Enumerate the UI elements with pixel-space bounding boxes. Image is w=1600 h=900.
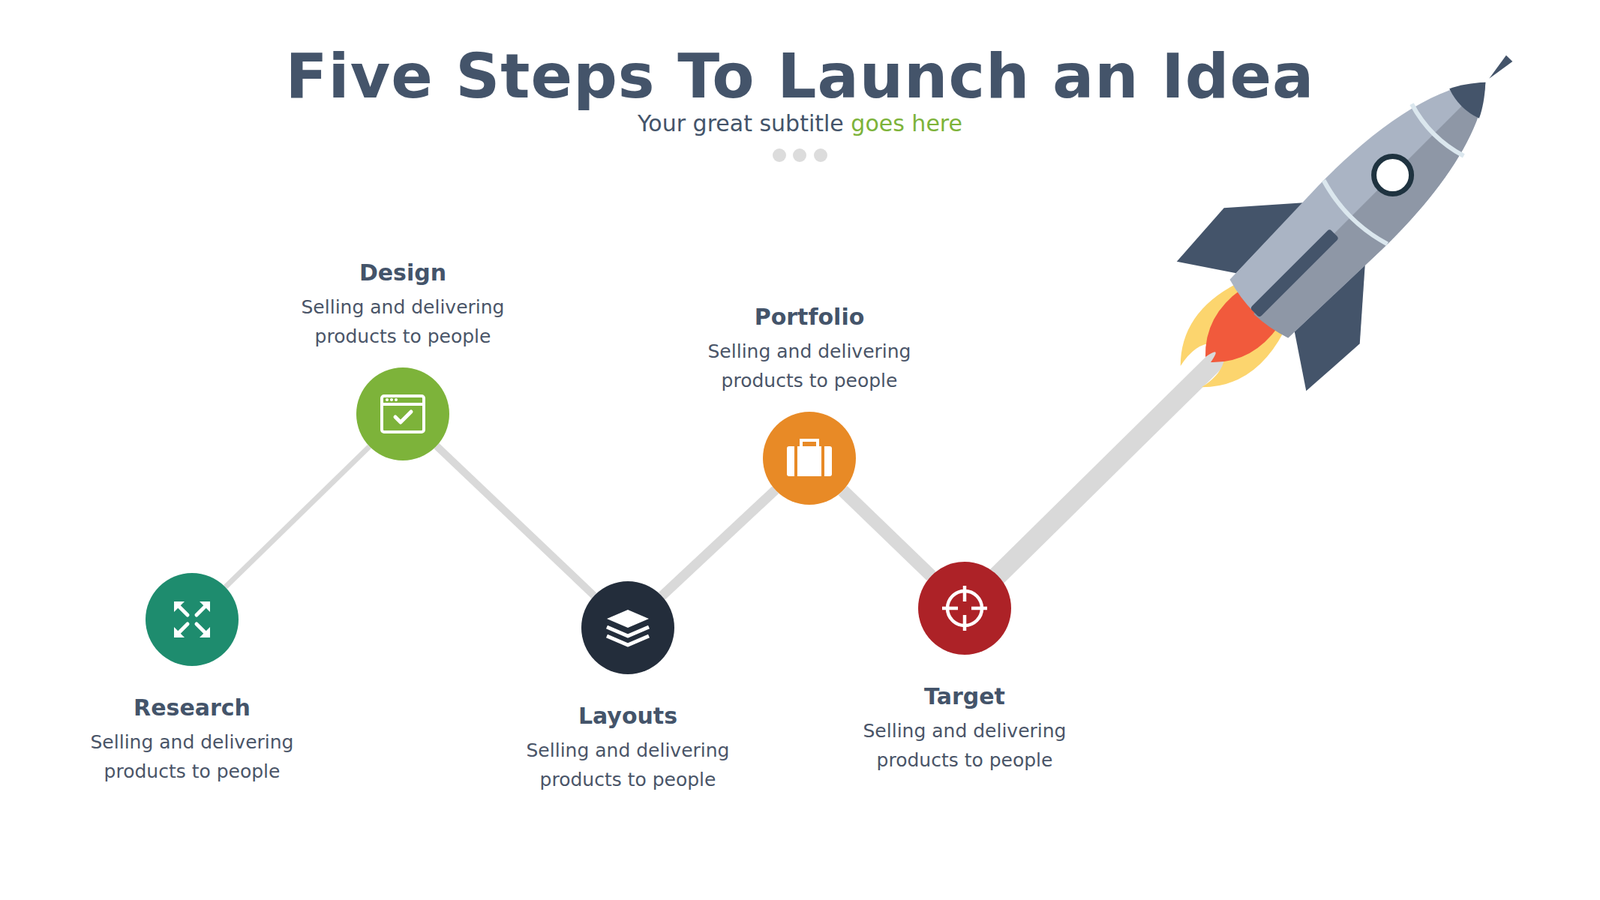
step-description: Selling and delivering products to peopl… (72, 727, 313, 787)
step-connector (843, 490, 932, 577)
step-heading: Layouts (500, 701, 756, 732)
title-dots (772, 148, 828, 163)
step-icon (581, 581, 675, 675)
portfolio-step: PortfolioSelling and delivering products… (762, 411, 856, 505)
target-step: TargetSelling and delivering products to… (918, 561, 1012, 655)
step-heading: Portfolio (681, 302, 937, 333)
step-icon (145, 573, 239, 667)
step-description: Selling and delivering products to peopl… (507, 735, 748, 795)
step-connector (225, 446, 370, 587)
subtitle: Your great subtitle goes here (0, 109, 1600, 139)
layouts-step: LayoutsSelling and delivering products t… (581, 581, 675, 675)
design-step: DesignSelling and delivering products to… (356, 367, 450, 461)
subtitle-text: Your great subtitle (637, 110, 844, 137)
subtitle-accent: goes here (850, 110, 963, 137)
step-connector (436, 446, 595, 597)
step-icon (356, 367, 450, 461)
rocket-trail (975, 346, 1231, 598)
title: Five Steps To Launch an Idea (0, 39, 1600, 115)
step-icon (918, 561, 1012, 655)
step-heading: Design (275, 258, 531, 289)
research-step: ResearchSelling and delivering products … (145, 573, 239, 667)
step-description: Selling and delivering products to peopl… (689, 336, 930, 396)
step-heading: Research (64, 693, 320, 724)
step-description: Selling and delivering products to peopl… (844, 716, 1085, 775)
step-heading: Target (837, 681, 1093, 712)
step-connector (661, 489, 775, 596)
step-icon (762, 411, 856, 505)
step-description: Selling and delivering products to peopl… (282, 292, 523, 352)
